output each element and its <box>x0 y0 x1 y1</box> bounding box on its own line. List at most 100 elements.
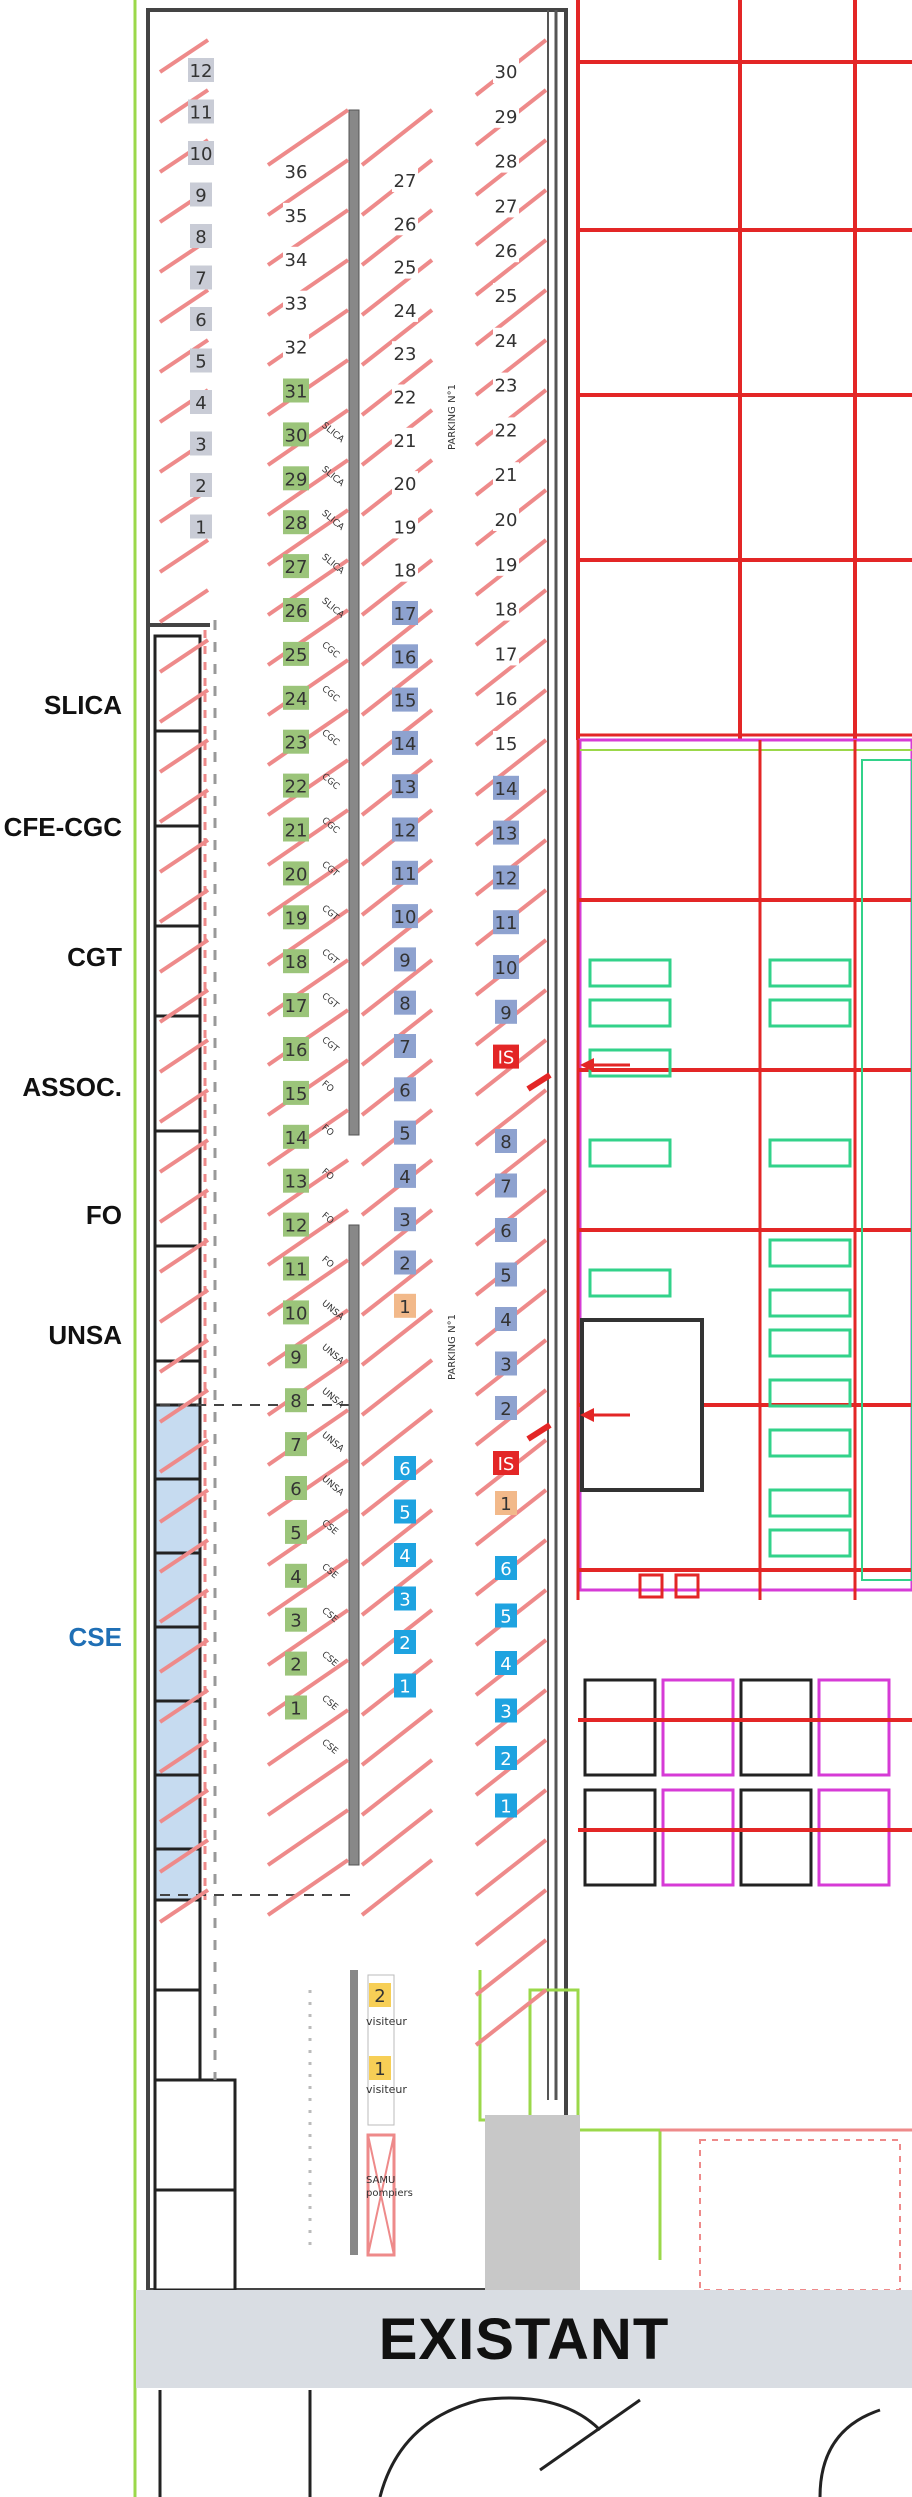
stall-number-col-d: 28 <box>495 152 518 173</box>
stall-number-col-a-badge <box>190 265 212 290</box>
stall-number-col-b-badge <box>283 378 309 403</box>
parking-stall-stripe <box>266 608 350 667</box>
stall-number-col-b: 30 <box>285 425 308 446</box>
parking-stall-stripe <box>158 988 210 1024</box>
stall-number-col-b-badge <box>283 1300 309 1325</box>
stall-number-col-b: 18 <box>285 952 308 973</box>
parking-stall-stripe <box>158 1638 210 1674</box>
parking-stall-stripe <box>158 788 210 824</box>
stall-number-col-d-badge <box>495 1491 517 1515</box>
stall-number-col-d: 3 <box>500 1355 511 1376</box>
parking-stall-stripe <box>360 958 434 1017</box>
stall-number-col-c-badge <box>392 384 418 409</box>
stall-number-col-d: 21 <box>495 465 518 486</box>
stall-number-col-d: 7 <box>500 1177 511 1198</box>
samu-label: SAMU <box>366 2175 395 2186</box>
stall-number-col-c-badge <box>394 1293 416 1318</box>
stall-number-col-b-badge <box>283 1168 309 1193</box>
stall-number-col-c-badge <box>394 1207 416 1232</box>
stall-number-col-b-badge <box>283 1256 309 1281</box>
stall-number-col-c: 10 <box>394 907 417 928</box>
stall-number-col-d-badge <box>495 1746 517 1770</box>
stall-number-col-d-badge <box>493 820 519 845</box>
cse-box <box>153 1551 202 1629</box>
stall-number-col-b-badge <box>285 1388 307 1413</box>
stall-number-col-c-badge <box>392 211 418 236</box>
stall-number-col-c-badge <box>394 1250 416 1275</box>
stall-number-col-b-badge <box>285 1344 307 1369</box>
stall-number-col-d: 11 <box>495 913 518 934</box>
stall-number-col-d-badge <box>493 910 519 935</box>
stall-number-col-b-badge <box>283 510 309 535</box>
stall-number-col-c: 3 <box>399 1590 410 1611</box>
stall-number-col-b-badge <box>283 685 309 710</box>
stall-number-col-c: 2 <box>399 1633 410 1654</box>
cse-box <box>153 1625 202 1703</box>
ramp-area <box>485 2115 580 2290</box>
stall-number-col-d: 29 <box>495 107 518 128</box>
stall-owner-tag: SLICA <box>320 596 347 621</box>
parking-stall-stripe <box>474 638 548 697</box>
technical-room <box>580 1318 704 1492</box>
stall-number-col-c-badge <box>392 297 418 322</box>
stall-number-col-b-badge <box>283 773 309 798</box>
parking-stall-stripe <box>360 858 434 917</box>
stall-number-col-b-badge <box>285 1476 307 1500</box>
stall-number-col-a: 3 <box>195 435 206 456</box>
stall-number-col-a-badge <box>190 307 212 331</box>
stall-number-col-d: 25 <box>495 286 518 307</box>
parking-stall-stripe <box>266 908 350 967</box>
stall-number-col-d-badge <box>493 955 519 979</box>
stall-number-col-c-badge <box>392 904 418 929</box>
stall-number-col-d: 2 <box>500 1399 511 1420</box>
stall-number-col-c: 7 <box>399 1037 410 1058</box>
stall-number-col-c-badge <box>392 168 418 192</box>
stall-number-col-d-badge <box>493 775 519 800</box>
stall-number-col-c-badge <box>392 471 418 496</box>
parking-stall-stripe <box>266 1608 350 1667</box>
stall-number-col-b-badge <box>283 598 309 622</box>
stall-number-col-c-badge <box>392 427 418 452</box>
stall-number-col-b-badge <box>285 1432 307 1457</box>
parking-stall-stripe <box>266 1708 350 1767</box>
stall-number-col-b: 12 <box>285 1216 308 1237</box>
parking-stall-stripe <box>158 738 210 774</box>
stall-number-col-b: 15 <box>285 1084 308 1105</box>
zone-label-assoc: ASSOC. <box>22 1072 122 1102</box>
stall-number-col-b: 27 <box>285 557 308 578</box>
stall-number-col-d: 19 <box>495 555 518 576</box>
stall-number-col-d: 5 <box>500 1266 511 1287</box>
stall-owner-tag: UNSA <box>320 1387 346 1412</box>
stall-number-col-c: 2 <box>399 1254 410 1275</box>
stall-number-col-b-badge <box>285 1607 307 1632</box>
stall-owner-tag: CGT <box>320 948 341 968</box>
stall-number-col-c-badge <box>392 687 418 712</box>
stall-number-col-c: 15 <box>394 691 417 712</box>
room <box>661 1788 735 1887</box>
stall-number-col-d-badge <box>493 327 519 352</box>
parking-stall-stripe <box>360 608 434 667</box>
parking-stall-stripe <box>360 1758 434 1817</box>
intervention-arrow-head <box>580 1408 594 1422</box>
stall-number-col-b: 32 <box>285 338 308 359</box>
left-building-box <box>153 2188 237 2292</box>
stall-number-col-b: 36 <box>285 162 308 183</box>
equipment-block <box>768 1288 852 1318</box>
stall-number-col-c-badge <box>392 557 418 582</box>
stall-number-col-a: 9 <box>195 186 206 207</box>
stall-number-col-c-badge <box>394 1543 416 1567</box>
stall-number-col-c-badge <box>394 1586 416 1611</box>
parking-stall-stripe <box>360 658 434 717</box>
parking-stall-stripe <box>266 1308 350 1367</box>
stall-number-col-d-badge <box>493 641 519 666</box>
stall-number-col-d-badge <box>493 148 519 173</box>
stall-number-col-c: 3 <box>399 1210 410 1231</box>
equipment-block <box>588 1138 672 1168</box>
stall-number-col-a-badge <box>190 390 212 414</box>
stall-number-col-d-badge <box>495 1351 517 1376</box>
stall-number-col-d: 6 <box>500 1221 511 1242</box>
parking-stall-stripe <box>158 938 210 974</box>
parking-stall-stripe <box>266 1558 350 1617</box>
parking-stall-stripe <box>158 1338 210 1374</box>
parking-stall-stripe <box>474 1988 548 2047</box>
